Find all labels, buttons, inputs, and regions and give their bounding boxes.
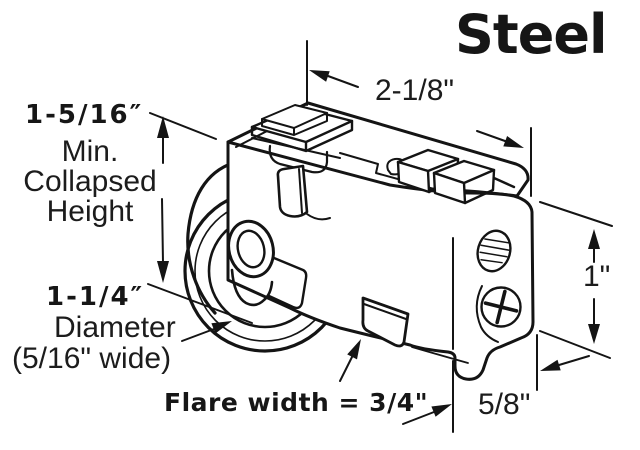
dim-collapsed-height-value: 1-5/16″ [25,100,144,130]
housing-body [226,101,535,381]
dim-housing-length-lines [306,40,532,197]
arrow-upright-icon [211,321,232,334]
dim-housing-height-lines [539,201,613,359]
dimension-lines [147,40,613,433]
arrow-upright-icon [431,404,452,417]
dim-roller-diameter-value: 1-1/4″ [46,282,145,312]
extension-line [452,237,538,433]
top-left-pad [250,104,354,174]
arrow-downleft-icon [540,359,561,371]
dim-flare-lines [339,339,452,425]
arrow-upleft-icon [309,70,330,82]
dim-housing-length: 2-1/8" [375,74,455,107]
caption-line-min: Min. [61,135,119,168]
arrow-upleft-icon [347,339,361,360]
top-right-tabs [396,148,516,205]
housing-flange-arc [186,161,235,315]
hub-yoke [230,268,274,307]
caption-line-collapsed: Collapsed [23,165,157,198]
hub-strap [267,256,308,310]
arrow-downright-icon [503,136,524,148]
leader-line [147,283,253,324]
dim-collapsed-height-caption: Min. Collapsed Height [5,137,175,227]
arrow-down-icon [588,324,600,344]
extension-line [539,201,613,359]
dim-roller-diameter-label: Diameter [54,311,176,344]
underside-curve [411,346,469,364]
roller-hub [227,219,308,310]
dim-diameter-lines [147,283,253,342]
arrow-up-icon [157,116,169,138]
dim-roller-width-note: (5/16" wide) [12,342,172,375]
front-clip-tab [276,164,331,221]
threaded-hole [476,229,512,273]
arrow-down-icon [157,261,169,283]
dim-housing-height: 1" [583,260,611,293]
dim-bottom-width-lines [452,237,590,433]
leader-line [149,112,217,140]
dim-bottom-width: 5/8" [478,388,531,421]
phillips-screw [475,285,522,343]
caption-line-height: Height [46,195,134,228]
material-label: Steel [455,3,607,66]
dim-flare-width-label: Flare width = 3/4" [164,388,429,417]
dim-collapsed-height-lines [149,112,217,283]
flare-tab [361,296,410,348]
arrow-up-icon [588,229,600,249]
